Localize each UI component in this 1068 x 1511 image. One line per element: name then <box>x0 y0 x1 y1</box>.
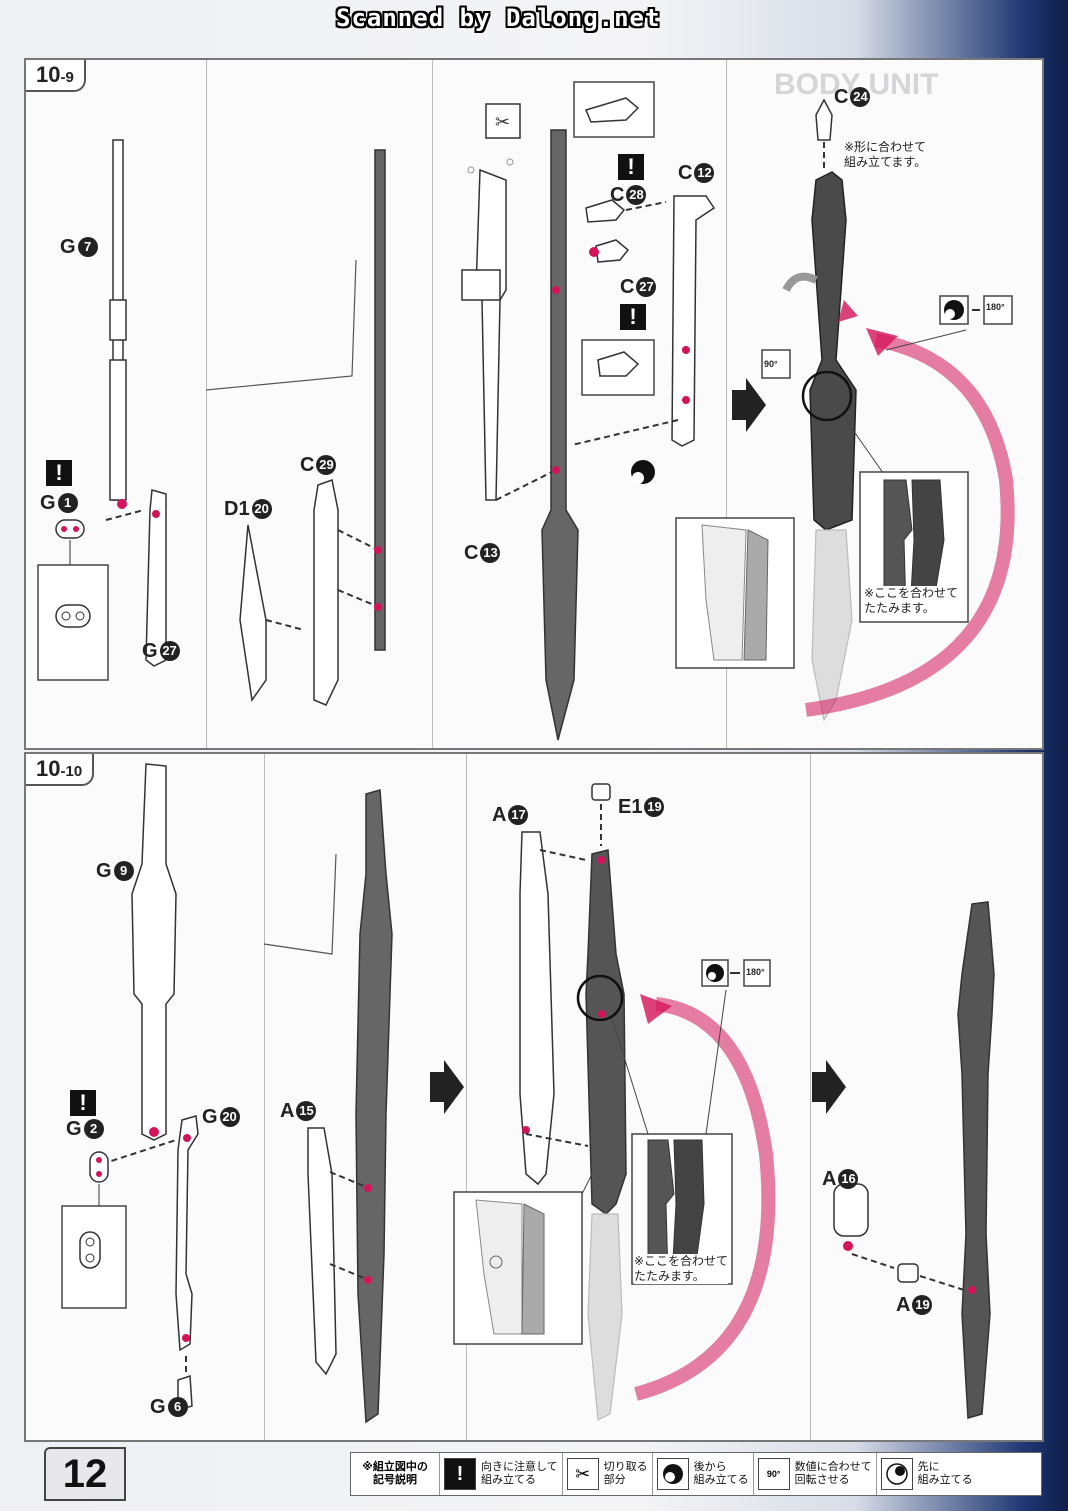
warning-icon: ! <box>46 460 72 486</box>
rotate-180-label: 180° <box>986 302 1005 312</box>
step-panel-10-10: 10-10 <box>24 752 1044 1442</box>
column-divider <box>206 60 207 748</box>
nipper-icon: ✂ <box>566 1458 599 1490</box>
legend-item-later: 後から 組み立てる <box>653 1453 754 1495</box>
rotate-icon: 90° <box>757 1458 790 1490</box>
note-fold-here: ※ここを合わせて たたみます。 <box>864 586 959 616</box>
step-number-10-9: 10-9 <box>26 60 86 92</box>
legend-item-orientation: ! 向きに注意して 組み立てる <box>440 1453 563 1495</box>
column-divider <box>466 754 467 1440</box>
rotate-180-label: 180° <box>746 967 765 977</box>
legend-text: 数値に合わせて 回転させる <box>794 1461 872 1486</box>
legend-item-first: 先に 組み立てる <box>877 1453 977 1495</box>
first-circle-icon <box>880 1458 913 1490</box>
legend-title-cell: ※組立図中の 記号説明 <box>351 1453 440 1495</box>
scan-watermark: Scanned by Dalong.net <box>336 4 661 32</box>
exclamation-icon: ! <box>444 1458 476 1490</box>
legend-text: 切り取る 部分 <box>603 1461 648 1486</box>
page-number: 12 <box>44 1447 126 1501</box>
legend-item-rotate: 90° 数値に合わせて 回転させる <box>754 1453 877 1495</box>
column-divider <box>810 754 811 1440</box>
legend-text: 向きに注意して 組み立てる <box>481 1461 558 1486</box>
step-number-10-10: 10-10 <box>26 754 95 786</box>
warning-icon: ! <box>620 304 646 330</box>
back-circle-icon <box>656 1458 689 1490</box>
svg-text:✂: ✂ <box>495 112 510 133</box>
column-divider <box>726 60 727 748</box>
warning-icon: ! <box>618 154 644 180</box>
column-divider <box>264 754 265 1440</box>
warning-icon: ! <box>70 1090 96 1116</box>
legend-text: 後から 組み立てる <box>693 1461 749 1486</box>
note-fold-here: ※ここを合わせて たたみます。 <box>634 1254 729 1284</box>
rotate-90-label: 90° <box>764 359 778 369</box>
legend-title: ※組立図中の 記号説明 <box>362 1461 428 1486</box>
column-divider <box>432 60 433 748</box>
legend-item-cut: ✂ 切り取る 部分 <box>563 1453 653 1495</box>
note-align-shape: ※形に合わせて 組み立てます。 <box>844 140 927 169</box>
symbol-legend: ※組立図中の 記号説明 ! 向きに注意して 組み立てる ✂ 切り取る 部分 後か… <box>350 1452 1042 1496</box>
legend-text: 先に 組み立てる <box>917 1461 973 1486</box>
step-panel-10-9: 10-9 BODY UNIT <box>24 58 1044 750</box>
step-10-10-artwork <box>61 763 995 1424</box>
